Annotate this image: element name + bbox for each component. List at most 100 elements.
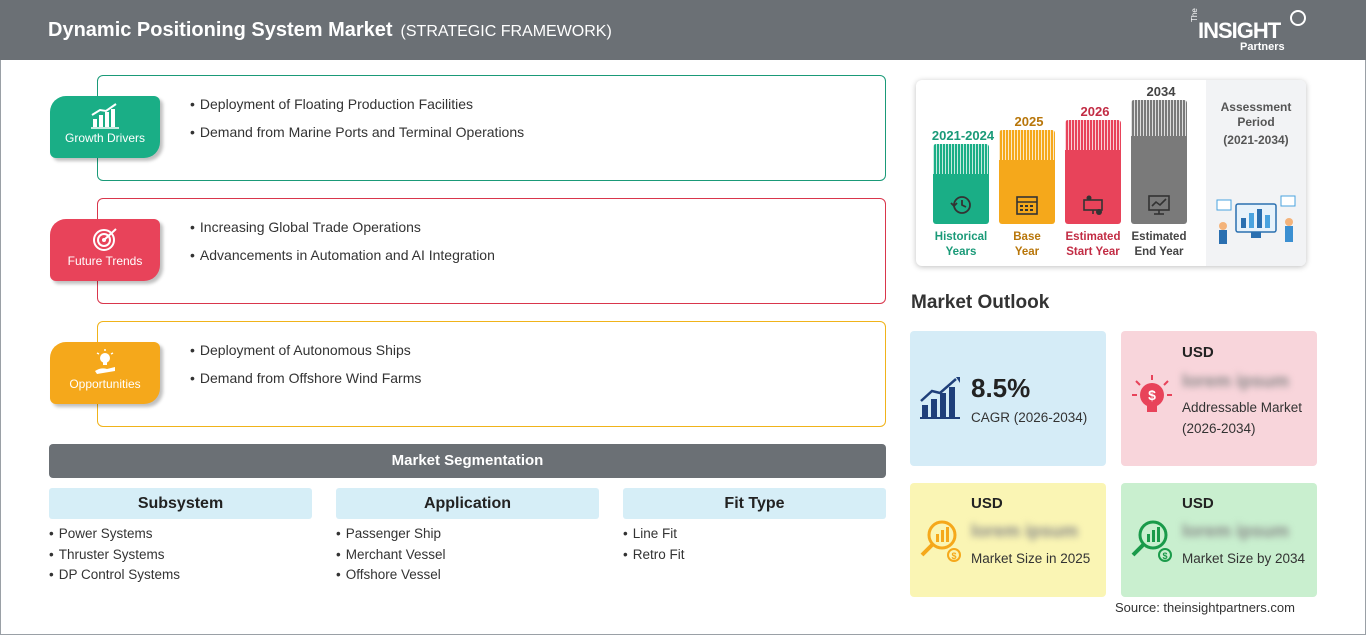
segment-heading: Subsystem [49, 488, 312, 519]
svg-text:$: $ [951, 551, 956, 561]
desc-line-1: Estimated [1131, 231, 1187, 243]
size-2034-label: Market Size by 2034 [1182, 551, 1306, 566]
history-icon [950, 196, 971, 214]
target-icon [93, 228, 117, 251]
size-2034-currency: USD [1182, 495, 1214, 512]
growth-drivers-badge: Growth Drivers [50, 96, 160, 158]
logo-ring-icon [1290, 10, 1306, 26]
magnifier-chart-icon: $ [1131, 520, 1172, 562]
bar-stripes [1131, 100, 1187, 136]
presentation-icon [1083, 195, 1103, 215]
list-item: Thruster Systems [49, 547, 312, 568]
timeline-bar [1065, 120, 1121, 224]
logo-partners: Partners [1240, 41, 1285, 53]
segment-heading: Application [336, 488, 599, 519]
desc-line-2: End Year [1134, 246, 1184, 258]
bar-stripes [933, 144, 989, 174]
list-item: Power Systems [49, 526, 312, 547]
list-item: DP Control Systems [49, 567, 312, 588]
desc-line-2: Years [945, 246, 977, 258]
size-2025-currency: USD [971, 495, 1003, 512]
svg-text:$: $ [1162, 551, 1167, 561]
analyst-dashboard-icon [1216, 195, 1296, 244]
list-item: Line Fit [623, 526, 886, 547]
growth-drivers-panel: Deployment of Floating Production Facili… [97, 75, 886, 181]
list-item: Passenger Ship [336, 526, 599, 547]
timeline-start: 2026 Estimated Start Year [1065, 80, 1125, 266]
assessment-period-box: Assessment Period (2021-2034) [1206, 80, 1306, 266]
cagr-label: CAGR (2026-2034) [971, 410, 1088, 425]
segment-application: Application Passenger Ship Merchant Vess… [336, 488, 599, 588]
dollar-bulb-icon: $ [1132, 375, 1172, 412]
opportunities-badge: Opportunities [50, 342, 160, 404]
lightbulb-hand-icon [95, 349, 115, 374]
growth-chart-icon [920, 377, 960, 419]
desc-line-2: Start Year [1066, 246, 1120, 258]
calendar-icon [1016, 196, 1038, 215]
list-item: Advancements in Automation and AI Integr… [190, 247, 495, 275]
timeline-year: 2021-2024 [931, 128, 995, 143]
list-item: Retro Fit [623, 547, 886, 568]
page-title: Dynamic Positioning System Market (STRATE… [48, 19, 612, 42]
desc-line-1: Base [1013, 231, 1041, 243]
timeline-year: 2034 [1146, 84, 1176, 99]
title-text: Dynamic Positioning System Market [48, 19, 393, 41]
svg-text:$: $ [1148, 387, 1156, 403]
list-item: Offshore Vessel [336, 567, 599, 588]
list-item: Deployment of Autonomous Ships [190, 342, 421, 370]
size-2025-value: lorem ipsum [971, 521, 1079, 541]
addressable-value: lorem ipsum [1182, 371, 1290, 391]
list-item: Demand from Marine Ports and Terminal Op… [190, 124, 524, 152]
addressable-currency: USD [1182, 344, 1214, 361]
timeline-desc: Base Year [979, 230, 1075, 260]
timeline-year: 2026 [1080, 104, 1110, 119]
badge-label: Future Trends [67, 254, 143, 268]
timeline-desc: Estimated Start Year [1045, 230, 1141, 260]
list-item: Merchant Vessel [336, 547, 599, 568]
desc-line-1: Estimated [1065, 231, 1121, 243]
assessment-label: Assessment Period [1220, 100, 1292, 129]
timeline-bar [999, 130, 1055, 224]
desc-line-1: Historical [934, 231, 988, 243]
future-trends-panel: Increasing Global Trade Operations Advan… [97, 198, 886, 304]
addressable-market-card: $ USD lorem ipsum Addressable Market (20… [1121, 331, 1317, 466]
timeline-historical: 2021-2024 Historical Years [932, 80, 994, 266]
desc-line-2: Year [1014, 246, 1040, 258]
timeline-bar [1131, 100, 1187, 224]
market-outlook-title: Market Outlook [911, 292, 1050, 313]
timeline-base: 2025 Base Year [999, 80, 1059, 266]
source-credit: Source: theinsightpartners.com [1115, 600, 1295, 615]
future-trends-badge: Future Trends [50, 219, 160, 281]
timeline-end: 2034 Estimated End Year [1131, 80, 1191, 266]
timeline-bar [933, 144, 989, 224]
cagr-value: 8.5% [971, 373, 1031, 403]
segment-fit-type: Fit Type Line Fit Retro Fit [623, 488, 886, 567]
segment-heading: Fit Type [623, 488, 886, 519]
bar-chart-up-icon [91, 103, 119, 129]
size-2034-value: lorem ipsum [1182, 521, 1290, 541]
opportunities-panel: Deployment of Autonomous Ships Demand fr… [97, 321, 886, 427]
size-2025-label: Market Size in 2025 [971, 551, 1091, 566]
magnifier-chart-icon: $ [920, 520, 961, 562]
list-item: Deployment of Floating Production Facili… [190, 96, 524, 124]
brand-logo: The INSIGHT Partners [1190, 8, 1310, 56]
list-item: Demand from Offshore Wind Farms [190, 370, 421, 398]
addressable-label: Addressable Market (2026-2034) [1182, 400, 1303, 436]
badge-label: Opportunities [69, 377, 141, 391]
timeline-year: 2025 [1014, 114, 1044, 129]
bar-stripes [1065, 120, 1121, 150]
header-bar: Dynamic Positioning System Market (STRATE… [0, 0, 1366, 60]
logo-insight: INSIGHT [1198, 18, 1281, 43]
timeline-desc: Estimated End Year [1111, 230, 1207, 260]
timeline-desc: Historical Years [913, 230, 1009, 260]
list-item: Increasing Global Trade Operations [190, 219, 495, 247]
page-subtitle: (STRATEGIC FRAMEWORK) [400, 23, 612, 40]
bar-stripes [999, 130, 1055, 160]
assessment-period: (2021-2034) [1223, 133, 1289, 147]
segment-subsystem: Subsystem Power Systems Thruster Systems… [49, 488, 312, 588]
market-size-2034-card: $ USD lorem ipsum Market Size by 2034 [1121, 483, 1317, 597]
badge-label: Growth Drivers [64, 131, 145, 145]
segmentation-title: Market Segmentation [49, 444, 886, 478]
market-size-2025-card: $ USD lorem ipsum Market Size in 2025 [910, 483, 1106, 597]
monitor-chart-icon [1148, 195, 1170, 215]
